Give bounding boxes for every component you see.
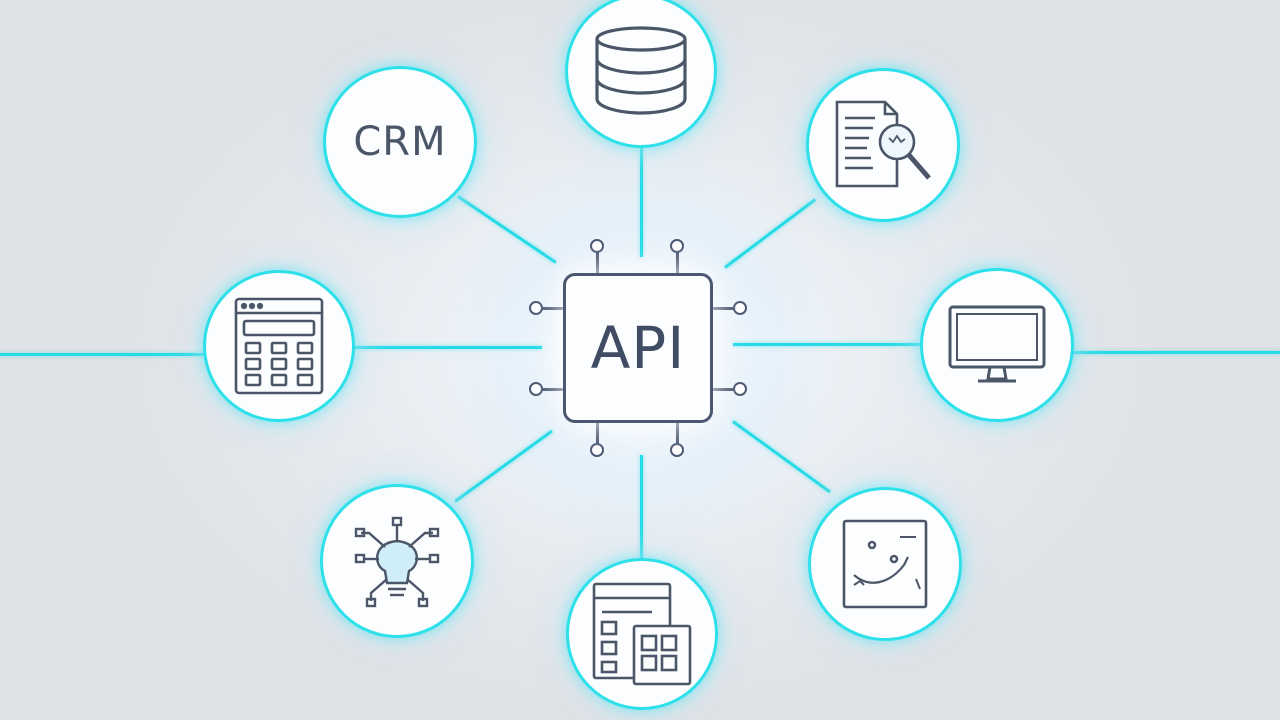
api-label: API <box>590 314 686 382</box>
monitor-icon <box>948 305 1046 383</box>
chip-pad <box>670 443 684 457</box>
connector-calculator <box>352 346 542 349</box>
calculator-icon <box>234 297 324 395</box>
connector-dashboard <box>640 455 643 560</box>
chip-pin <box>596 250 599 274</box>
chip-pad <box>733 301 747 315</box>
dashboard-icon <box>592 582 692 686</box>
chip-pad <box>590 443 604 457</box>
chip-pad <box>529 301 543 315</box>
api-chip: API <box>563 273 713 423</box>
crm-label: CRM <box>353 119 447 165</box>
connector-monitor <box>733 343 921 346</box>
connector-database <box>640 147 643 257</box>
chip-pin <box>541 307 565 310</box>
database-icon <box>595 26 687 115</box>
chip-pad <box>590 239 604 253</box>
chip-pin <box>676 250 679 274</box>
node-crm[interactable]: CRM <box>323 66 477 218</box>
lightbulb-network-icon <box>354 516 440 608</box>
chip-pad <box>529 382 543 396</box>
node-document-search[interactable] <box>806 68 960 222</box>
node-calculator[interactable] <box>203 270 355 422</box>
chart-icon <box>842 519 928 609</box>
node-dashboard[interactable] <box>566 558 718 710</box>
chip-pin <box>676 422 679 446</box>
chip-pin <box>541 388 565 391</box>
chip-pin <box>596 422 599 446</box>
chip-pad <box>670 239 684 253</box>
document-search-icon <box>835 100 931 188</box>
connector-right-edge <box>1072 351 1280 354</box>
chip-pad <box>733 382 747 396</box>
node-analytics[interactable] <box>808 487 962 641</box>
node-monitor[interactable] <box>920 268 1074 422</box>
node-database[interactable] <box>565 0 717 148</box>
node-idea[interactable] <box>320 484 474 638</box>
connector-left-edge <box>0 353 205 356</box>
chip-pin <box>711 388 735 391</box>
chip-pin <box>711 307 735 310</box>
